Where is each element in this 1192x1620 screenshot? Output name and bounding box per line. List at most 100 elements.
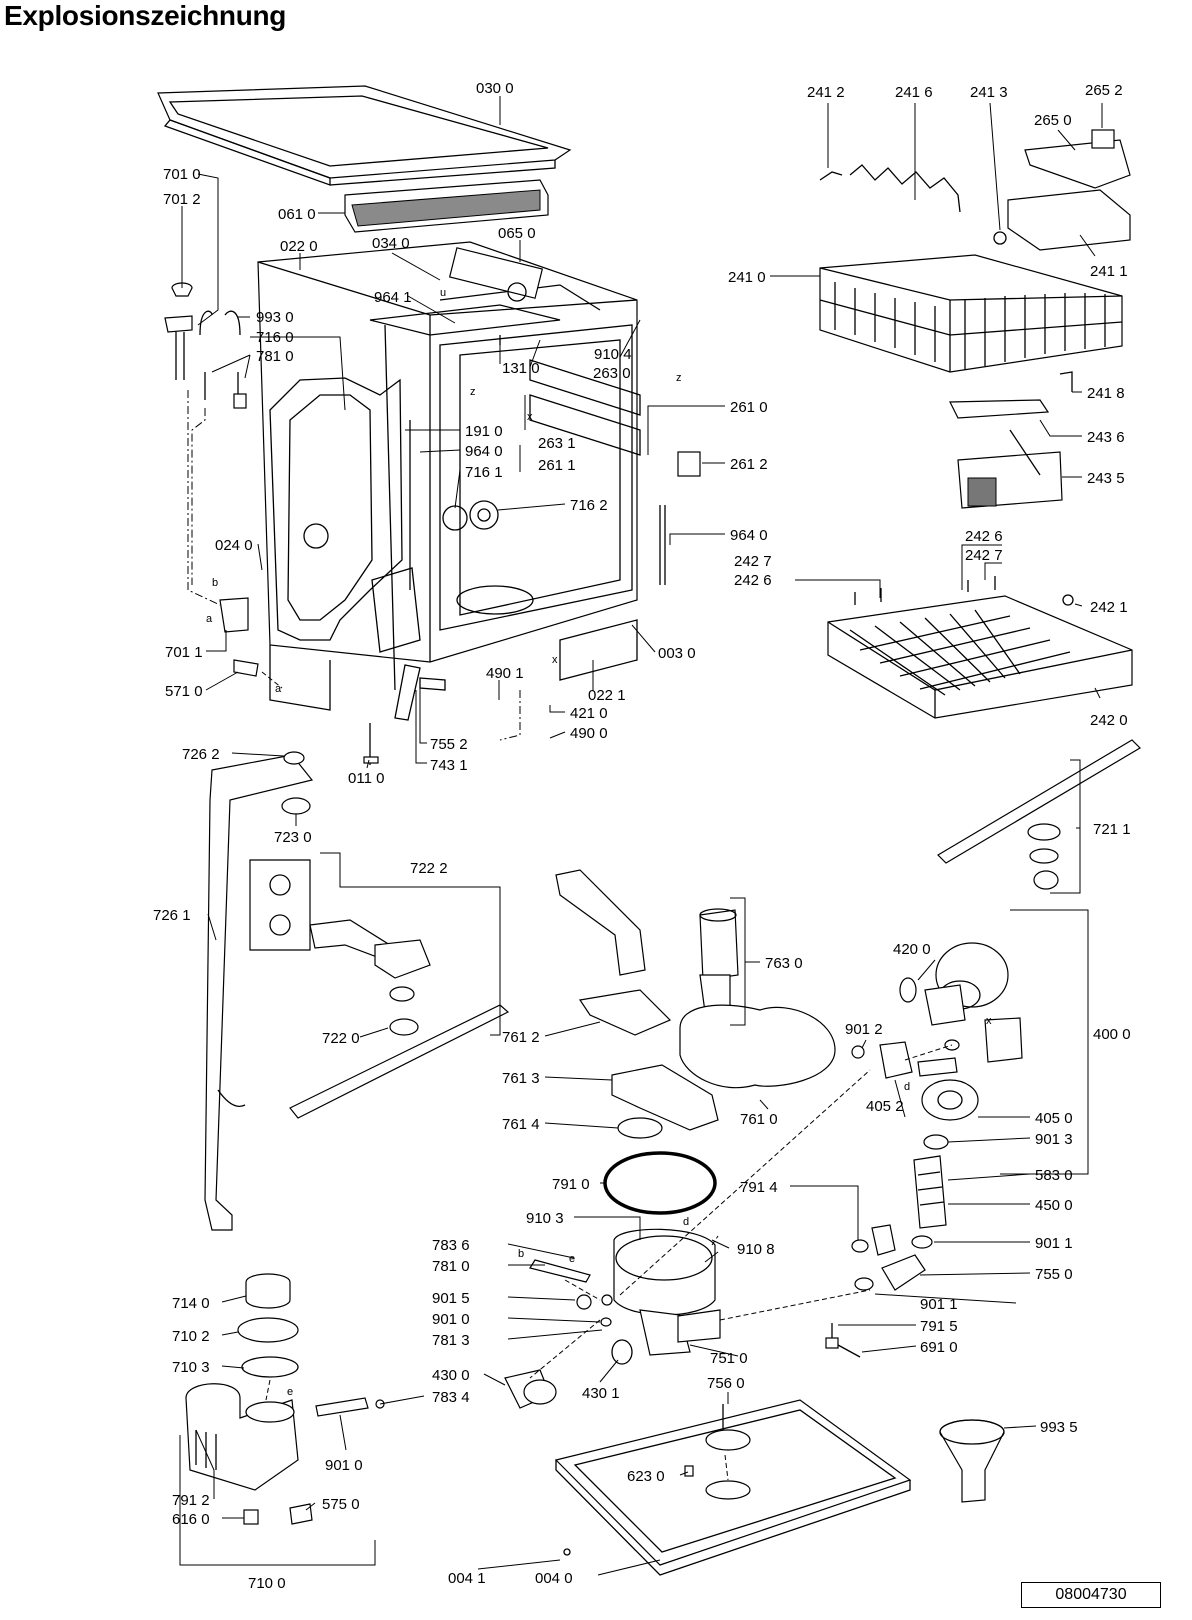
label-7510: 751 0 (710, 1350, 748, 1367)
mark-z-2: z (676, 372, 682, 384)
label-2412: 241 2 (807, 84, 845, 101)
label-0650: 065 0 (498, 225, 536, 242)
connector-letters: u z z x x x b a a d d b e e (206, 287, 992, 1398)
mark-e-2: e (287, 1386, 293, 1398)
funnel-drawing (939, 1419, 1005, 1503)
label-6160: 616 0 (172, 1511, 210, 1528)
label-2631: 263 1 (538, 435, 576, 452)
label-7011: 701 1 (165, 644, 203, 661)
label-2421: 242 1 (1090, 599, 1128, 616)
label-7262: 726 2 (182, 746, 220, 763)
label-9012: 901 2 (845, 1021, 883, 1038)
label-4000: 400 0 (1093, 1026, 1131, 1043)
label-7100: 710 0 (248, 1575, 286, 1592)
mark-z-1: z (470, 386, 476, 398)
label-7211: 721 1 (1093, 821, 1131, 838)
label-7560: 756 0 (707, 1375, 745, 1392)
label-7220: 722 0 (322, 1030, 360, 1047)
label-9103: 910 3 (526, 1210, 564, 1227)
part-labels: 030 0 061 0 022 0 034 0 065 0 701 0 701 … (153, 80, 1131, 1592)
label-0030: 003 0 (658, 645, 696, 662)
label-9010-low: 901 0 (325, 1457, 363, 1474)
label-7630: 763 0 (765, 955, 803, 972)
label-7613: 761 3 (502, 1070, 540, 1087)
label-0610: 061 0 (278, 206, 316, 223)
mark-a-1: a (206, 613, 213, 625)
label-2426-top: 242 6 (965, 528, 1003, 545)
label-7103: 710 3 (172, 1359, 210, 1376)
label-7612: 761 2 (502, 1029, 540, 1046)
label-2427-right: 242 7 (965, 547, 1003, 564)
label-9935: 993 5 (1040, 1419, 1078, 1436)
label-7010: 701 0 (163, 166, 201, 183)
upper-spray-drawing (937, 739, 1141, 890)
label-2611: 261 1 (538, 457, 576, 474)
label-1310: 131 0 (502, 360, 540, 377)
label-2410: 241 0 (728, 269, 766, 286)
label-9104: 910 4 (594, 346, 632, 363)
label-2436: 243 6 (1087, 429, 1125, 446)
label-4301: 430 1 (582, 1385, 620, 1402)
part-drawings (157, 85, 1141, 1576)
sump-drawing (555, 869, 836, 1356)
worktop-drawing (157, 85, 572, 186)
label-7910: 791 0 (552, 1176, 590, 1193)
insulation-drawing (344, 179, 549, 233)
label-9640-mid: 964 0 (465, 443, 503, 460)
label-0110: 011 0 (348, 770, 384, 787)
label-7230: 723 0 (274, 829, 312, 846)
label-7261: 726 1 (153, 907, 191, 924)
label-2426-left: 242 6 (734, 572, 772, 589)
label-7834: 783 4 (432, 1389, 470, 1406)
label-1910: 191 0 (465, 423, 503, 440)
label-0221: 022 1 (588, 687, 626, 704)
lower-basket-drawing (827, 576, 1133, 719)
label-9010-mid: 901 0 (432, 1311, 470, 1328)
label-4052: 405 2 (866, 1098, 904, 1115)
label-0040: 004 0 (535, 1570, 573, 1587)
softener-drawing (185, 1259, 633, 1525)
label-0041: 004 1 (448, 1570, 486, 1587)
mark-x-1: x (527, 411, 533, 423)
label-2416: 241 6 (895, 84, 933, 101)
label-0240: 024 0 (215, 537, 253, 554)
cabinet-drawing (257, 241, 701, 765)
page-title: Explosionszeichnung (4, 0, 287, 31)
label-7915: 791 5 (920, 1318, 958, 1335)
label-7431: 743 1 (430, 757, 468, 774)
label-7012: 701 2 (163, 191, 201, 208)
label-4050: 405 0 (1035, 1110, 1073, 1127)
label-5750: 575 0 (322, 1496, 360, 1513)
lower-spray-drawing (204, 751, 510, 1231)
label-6230: 623 0 (627, 1468, 665, 1485)
mark-u: u (440, 287, 446, 299)
drawing-number-box: 08004730 (1021, 1582, 1161, 1608)
label-7614: 761 4 (502, 1116, 540, 1133)
label-5830: 583 0 (1035, 1167, 1073, 1184)
label-4901: 490 1 (486, 665, 524, 682)
label-2435: 243 5 (1087, 470, 1125, 487)
label-9011-low: 901 1 (920, 1296, 958, 1313)
label-7836: 783 6 (432, 1237, 470, 1254)
label-2427-left: 242 7 (734, 553, 772, 570)
label-7552: 755 2 (430, 736, 468, 753)
mark-x-2: x (552, 654, 558, 666)
label-2420: 242 0 (1090, 712, 1128, 729)
leader-lines (179, 96, 1103, 1576)
label-7813: 781 3 (432, 1332, 470, 1349)
label-9930: 993 0 (256, 309, 294, 326)
upper-basket-drawing (819, 129, 1131, 509)
label-6910: 691 0 (920, 1339, 958, 1356)
label-2612: 261 2 (730, 456, 768, 473)
label-7162: 716 2 (570, 497, 608, 514)
label-9640-right: 964 0 (730, 527, 768, 544)
label-7810-low: 781 0 (432, 1258, 470, 1275)
label-7550: 755 0 (1035, 1266, 1073, 1283)
mark-e-1: e (569, 1253, 575, 1265)
label-7912: 791 2 (172, 1492, 210, 1509)
label-4300: 430 0 (432, 1367, 470, 1384)
mark-x-3: x (986, 1015, 992, 1027)
water-inlet-drawing (164, 282, 259, 677)
mark-d-1: d (904, 1081, 910, 1093)
